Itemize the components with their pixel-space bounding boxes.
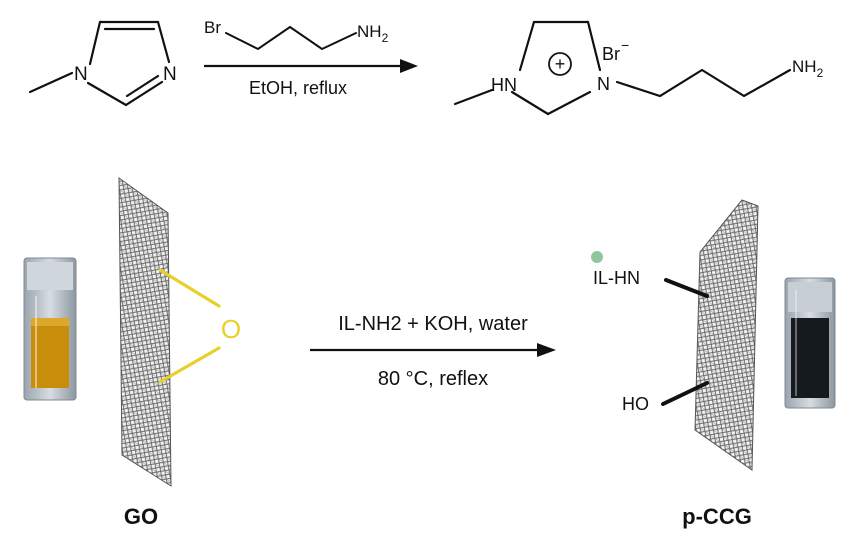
imidazole-n1-atom: N [74,64,88,85]
il-hn-bond [664,278,709,298]
pccg-graphene-sheet [694,199,759,471]
reaction2-condition-bottom: 80 °C, reflex [378,368,488,390]
ho-group-label: HO [622,394,649,414]
product-hn-atom: HN [491,75,517,95]
bromide-counter-ion: Br− [602,37,629,64]
il-marker-dot [591,251,603,263]
bromine-atom: Br [204,18,221,37]
methylimidazole-structure [28,20,171,107]
ho-bond [661,381,709,406]
imidazolium-product-structure [453,20,792,116]
positive-charge-circle: + [548,52,572,76]
epoxide-oxygen-label: O [221,314,241,344]
go-label: GO [124,504,158,529]
reagent-amine-group: NH2 [357,22,389,45]
product-n-plus-atom: N [597,74,610,94]
imidazole-n3-atom: N [163,64,177,85]
epoxide-group [158,268,221,384]
go-graphene-sheet [118,177,172,487]
reaction1-condition: EtOH, reflux [249,78,347,98]
product-amine-group: NH2 [792,57,824,80]
reaction2-condition-top: IL-NH2 + KOH, water [338,313,528,335]
positive-charge-symbol: + [555,54,566,74]
pccg-vial-photo [784,277,836,409]
pccg-label: p-CCG [682,504,752,529]
reaction2-arrow [310,343,556,357]
bromopropylamine-structure [225,25,357,51]
il-hn-group-label: IL-HN [593,268,640,288]
reaction1-arrow [204,59,418,73]
go-vial-photo [23,257,77,401]
